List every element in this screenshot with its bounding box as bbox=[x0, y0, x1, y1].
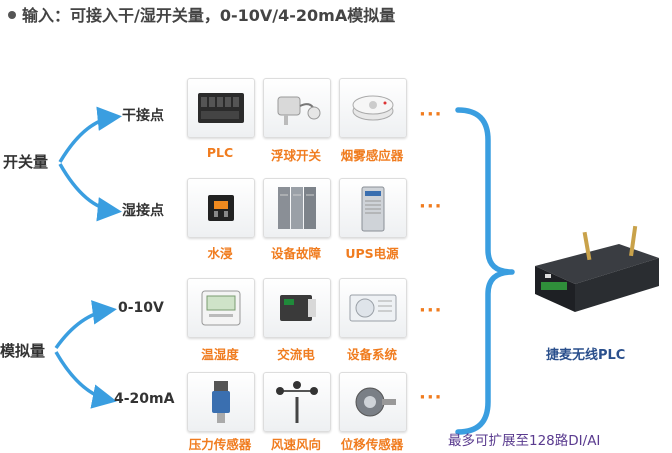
header-title: 输入：可接入干/湿开关量，0-10V/4-20mA模拟量 bbox=[8, 2, 395, 26]
caption-ac-power: 交流电 bbox=[277, 347, 315, 362]
more-items-row2: ··· bbox=[419, 196, 443, 217]
caption-thermo-hygrometer: 温湿度 bbox=[201, 347, 239, 362]
tile-pressure-sensor bbox=[187, 372, 255, 432]
smoke-detector-icon bbox=[352, 95, 394, 121]
caption-displacement-sensor: 位移传感器 bbox=[340, 437, 404, 452]
ups-icon bbox=[361, 186, 385, 232]
plc-module-icon bbox=[198, 93, 244, 123]
caption-plc: PLC bbox=[206, 145, 234, 160]
float-switch-icon bbox=[277, 96, 321, 125]
caption-equipment-system: 设备系统 bbox=[346, 347, 397, 362]
tile-water-sensor bbox=[187, 178, 255, 238]
tile-thermo-hygrometer bbox=[187, 278, 255, 338]
water-sensor-icon bbox=[208, 195, 234, 221]
caption-pressure-sensor: 压力传感器 bbox=[188, 437, 252, 452]
sub-label-4-20ma: 4-20mA bbox=[114, 391, 175, 407]
tile-equipment-fault bbox=[263, 178, 331, 238]
pressure-sensor-icon bbox=[212, 381, 230, 423]
wireless-plc-device-icon bbox=[535, 225, 659, 312]
wireless-plc-device bbox=[527, 222, 667, 322]
ac-transducer-icon bbox=[280, 295, 316, 321]
anemometer-icon bbox=[276, 381, 318, 423]
expansion-note: 最多可扩展至128路DI/AI bbox=[448, 433, 601, 449]
more-items-row1: ··· bbox=[419, 104, 443, 125]
device-label: 捷麦无线PLC bbox=[546, 348, 626, 363]
arrow-switch-dry bbox=[58, 106, 122, 163]
sub-label-wet-contact: 湿接点 bbox=[122, 203, 164, 219]
more-items-row3: ··· bbox=[419, 300, 443, 321]
right-brace bbox=[455, 107, 515, 435]
thermo-hygrometer-icon bbox=[201, 290, 241, 326]
tile-displacement-sensor bbox=[339, 372, 407, 432]
caption-smoke-detector: 烟雾感应器 bbox=[340, 148, 404, 163]
group-label-switch: 开关量 bbox=[3, 153, 49, 171]
arrow-switch-wet bbox=[58, 163, 122, 222]
caption-float-switch: 浮球开关 bbox=[270, 148, 321, 163]
tile-ups bbox=[339, 178, 407, 238]
tile-equipment-system bbox=[339, 278, 407, 338]
tile-anemometer bbox=[263, 372, 331, 432]
caption-water-sensor: 水浸 bbox=[207, 246, 233, 261]
tile-smoke-detector bbox=[339, 78, 407, 138]
displacement-sensor-icon bbox=[355, 387, 396, 417]
equipment-cabinet-icon bbox=[278, 187, 316, 229]
caption-anemometer: 风速风向 bbox=[270, 437, 321, 452]
caption-equipment-fault: 设备故障 bbox=[270, 246, 321, 261]
bullet-icon bbox=[8, 10, 16, 19]
more-items-row4: ··· bbox=[419, 387, 443, 408]
tile-plc bbox=[187, 78, 255, 138]
sub-label-dry-contact: 干接点 bbox=[122, 108, 164, 124]
arrow-analog-4-20ma bbox=[54, 351, 117, 409]
tile-ac-power bbox=[263, 278, 331, 338]
header-title-text: 输入：可接入干/湿开关量，0-10V/4-20mA模拟量 bbox=[22, 6, 396, 25]
arrow-analog-0-10v bbox=[54, 300, 117, 350]
caption-ups: UPS电源 bbox=[345, 246, 399, 261]
group-label-analog: 模拟量 bbox=[0, 342, 46, 360]
tile-float-switch bbox=[263, 78, 331, 138]
sub-label-0-10v: 0-10V bbox=[118, 300, 164, 316]
ac-unit-icon bbox=[349, 294, 397, 322]
